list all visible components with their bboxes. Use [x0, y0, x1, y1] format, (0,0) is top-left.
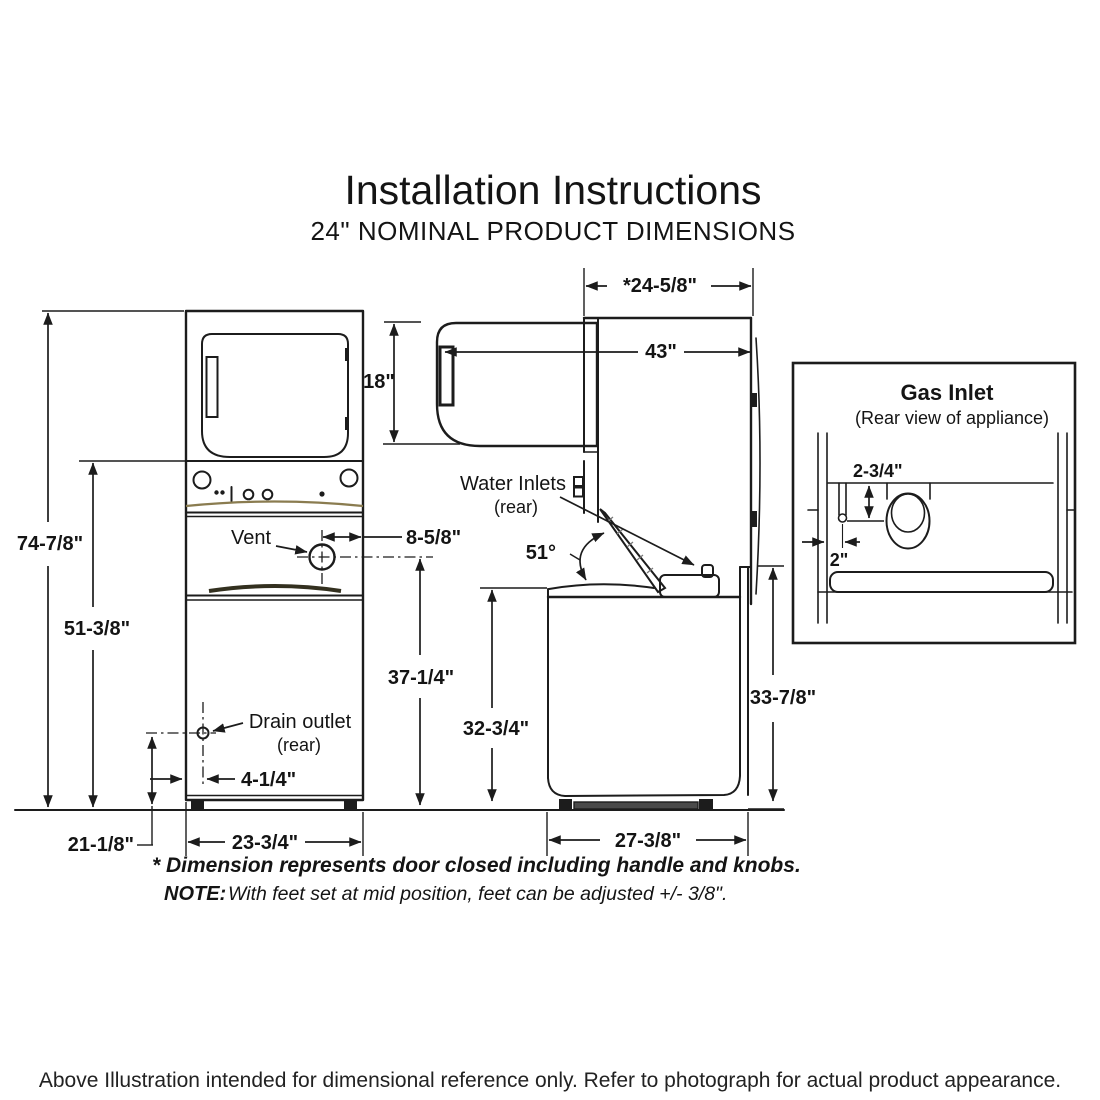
page-title: Installation Instructions [344, 167, 761, 213]
console-height-value: 51-3/8" [64, 618, 130, 640]
right-foot [699, 799, 713, 811]
dim-drain-height: 21-1/8" [68, 736, 157, 856]
dispenser-knob [701, 564, 714, 578]
rear-top-height-value: 33-7/8" [750, 687, 816, 709]
disclaimer-text: Above Illustration intended for dimensio… [39, 1069, 1061, 1092]
dim-gas-pipe-drop: 2-3/4" [847, 461, 903, 522]
vent-offset-value: 8-5/8" [406, 527, 461, 549]
water-inlets-arrow [559, 496, 695, 566]
depth-door-closed-value: *24-5/8" [623, 275, 697, 297]
right-foot [344, 801, 357, 811]
dim-vent-height: 37-1/4" [388, 558, 454, 806]
dim-base-depth: 27-3/8" [546, 812, 749, 856]
panel-button [261, 488, 274, 501]
dim-drain-offset: 4-1/4" [150, 769, 296, 791]
vent-duct-inner [890, 493, 926, 533]
dryer-door-handle [205, 356, 219, 418]
lid-angle-value: 51° [526, 542, 556, 564]
side-view [435, 316, 761, 811]
gas-inlet-detail: Gas Inlet (Rear view of appliance) 2-3/4… [791, 361, 1077, 645]
note-text: With feet set at mid position, feet can … [228, 883, 727, 905]
open-door-handle [438, 345, 455, 407]
lid-angle-leader [569, 553, 581, 561]
open-lid [599, 508, 667, 594]
gold-accent-curve [185, 500, 364, 508]
gas-inlet-title: Gas Inlet [901, 380, 995, 405]
cabinet-outline [184, 309, 365, 802]
water-inlet-fitting [573, 486, 584, 498]
left-foot [191, 801, 204, 811]
open-door-outline [435, 321, 599, 448]
rear-fitting [750, 393, 757, 407]
dim-depth-door-closed: *24-5/8" [583, 268, 754, 316]
drain-height-value: 21-1/8" [68, 834, 134, 856]
panel-button [242, 488, 255, 501]
lid-seat-rim [548, 583, 655, 590]
front-width-value: 23-3/4" [232, 832, 298, 854]
base-depth-value: 27-3/8" [615, 830, 681, 852]
door-hinge-bottom [345, 417, 349, 430]
drain-offset-value: 4-1/4" [241, 769, 296, 791]
washer-top-height-value: 32-3/4" [463, 718, 529, 740]
rear-bulge [755, 337, 761, 595]
drain-outlet-label: Drain outlet [249, 711, 352, 733]
lid-angle-arc [575, 532, 605, 581]
water-inlets-label: Water Inlets [460, 473, 566, 495]
vent-opening [308, 543, 336, 571]
dim-door-depth: 18" [363, 321, 460, 445]
front-view-annotations: Vent Drain outlet (rear) [212, 527, 352, 755]
gas-pipe-end [837, 513, 848, 523]
panel-dot [214, 490, 219, 495]
dim-vent-offset: 8-5/8" [322, 527, 461, 549]
door-depth-value: 18" [363, 371, 395, 393]
dispenser [659, 574, 720, 598]
right-knob [339, 468, 359, 488]
door-hinge-top [345, 348, 349, 361]
dim-overall-height: 74-7/8" [17, 310, 184, 808]
drain-outlet-sublabel: (rear) [277, 735, 321, 755]
drain-outlet [196, 726, 210, 740]
page-subtitle: 24" NOMINAL PRODUCT DIMENSIONS [310, 216, 795, 246]
washer-handle-arc [208, 584, 342, 593]
rear-fitting [750, 511, 757, 527]
base-kickplate [573, 801, 699, 810]
panel-dot [319, 491, 325, 497]
gas-pipe-offset-value: 2" [830, 550, 849, 570]
depth-door-open-value: 43" [645, 341, 677, 363]
overall-height-value: 74-7/8" [17, 533, 83, 555]
vent-label: Vent [231, 527, 271, 549]
front-view [146, 309, 433, 811]
dim-gas-pipe-offset: 2" [802, 537, 860, 570]
side-view-annotations: Water Inlets (rear) 51° [460, 473, 695, 581]
left-knob [192, 470, 212, 490]
dim-washer-top-height: 32-3/4" [463, 587, 547, 802]
gas-pipe-drop-value: 2-3/4" [853, 461, 903, 481]
drain-arrow [212, 722, 244, 733]
water-inlets-sublabel: (rear) [494, 497, 538, 517]
left-foot [559, 799, 572, 811]
asterisk-footnote: * Dimension represents door closed inclu… [152, 854, 801, 877]
panel-dot [220, 490, 225, 495]
note-label: NOTE: [164, 883, 226, 905]
dim-console-height: 51-3/8" [64, 460, 185, 808]
dryer-door [201, 333, 349, 458]
gas-inlet-subtitle: (Rear view of appliance) [855, 408, 1049, 428]
dim-rear-top-height: 33-7/8" [748, 565, 816, 810]
vent-height-value: 37-1/4" [388, 667, 454, 689]
dim-front-width: 23-3/4" [185, 802, 364, 856]
detail-box [791, 361, 1077, 645]
dim-depth-door-open: 43" [444, 341, 751, 363]
footnotes: * Dimension represents door closed inclu… [152, 854, 801, 905]
water-inlet-fitting [573, 476, 584, 487]
vent-arrow [275, 545, 308, 555]
washer-body-lower [547, 596, 741, 798]
